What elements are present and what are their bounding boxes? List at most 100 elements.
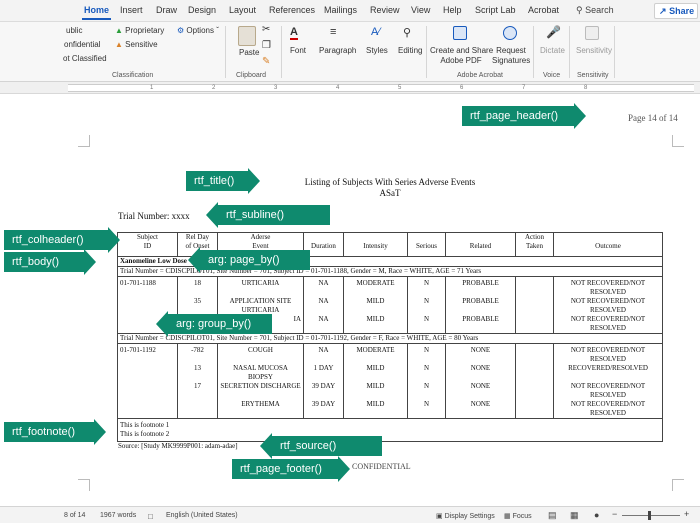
- ruler-number: 6: [460, 85, 464, 91]
- copy-icon[interactable]: ❐: [262, 40, 271, 51]
- horizontal-ruler[interactable]: 1 2 3 4 5 6 7 8: [0, 82, 700, 94]
- classification-not-classified[interactable]: ot Classified: [63, 54, 107, 63]
- zoom-in-icon[interactable]: +: [684, 509, 690, 519]
- paragraph-button[interactable]: Paragraph: [319, 46, 357, 55]
- display-settings-button[interactable]: ▣ Display Settings: [436, 512, 495, 520]
- options-icon: ⚙: [177, 26, 185, 35]
- ribbon-body: ublic onfidential ot Classified ▲ Propri…: [0, 22, 700, 82]
- classification-public[interactable]: ublic: [66, 26, 83, 35]
- cell-subject-id: 01-701-1192: [117, 343, 178, 364]
- page-by-row: Trial Number = CDISCPILOT01, Site Number…: [117, 266, 663, 277]
- tab-references[interactable]: References: [269, 5, 316, 15]
- group-separator: [281, 26, 282, 78]
- request-signatures-button[interactable]: Request Signatures: [492, 46, 530, 66]
- cell-subject-id: 01-701-1188: [117, 276, 178, 297]
- share-button[interactable]: ↗ Share: [654, 3, 698, 19]
- request-signatures-icon: [503, 26, 517, 40]
- zoom-slider[interactable]: [622, 515, 680, 516]
- proofing-icon[interactable]: □: [148, 512, 153, 521]
- tab-layout[interactable]: Layout: [229, 5, 257, 15]
- page-header-text: Page 14 of 14: [628, 113, 678, 123]
- classification-proprietary[interactable]: ▲ Proprietary: [115, 26, 164, 35]
- cell-duration: NA: [303, 297, 344, 315]
- editing-button[interactable]: Editing: [398, 46, 423, 55]
- page-by-row: Trial Number = CDISCPILOT01, Site Number…: [117, 333, 663, 344]
- cell-subject-id: [117, 364, 178, 382]
- page-count[interactable]: 8 of 14: [64, 512, 86, 519]
- create-share-pdf-button[interactable]: Create and Share Adobe PDF: [430, 46, 494, 66]
- web-layout-icon[interactable]: ●: [594, 510, 600, 520]
- tab-design[interactable]: Design: [188, 5, 217, 15]
- cell-action: [515, 382, 554, 400]
- cell-duration: 39 DAY: [303, 382, 344, 400]
- source-line: Source: [Study MK9999P001: adam-adae]: [118, 442, 238, 450]
- tab-insert[interactable]: Insert: [120, 5, 143, 15]
- column-header: Duration: [303, 232, 344, 257]
- font-button[interactable]: Font: [290, 46, 307, 55]
- focus-icon: ▦: [504, 513, 511, 520]
- cell-related: PROBABLE: [445, 297, 516, 315]
- classification-sensitive[interactable]: ▲ Sensitive: [115, 40, 158, 49]
- ruler-number: 7: [522, 85, 526, 91]
- search-box[interactable]: ⚲ Search: [576, 5, 614, 16]
- paste-icon: [238, 26, 256, 46]
- group-separator: [225, 26, 226, 78]
- cell-rel-day: 18: [177, 276, 218, 297]
- create-share-label: Create and Share: [430, 46, 494, 55]
- sensitivity-button[interactable]: Sensitivity: [576, 46, 613, 55]
- proprietary-icon: ▲: [115, 26, 123, 35]
- cell-outcome: NOT RECOVERED/NOT RESOLVED: [553, 315, 663, 334]
- tab-view[interactable]: View: [411, 5, 431, 15]
- tab-help[interactable]: Help: [443, 5, 462, 15]
- print-layout-icon[interactable]: ▦: [570, 510, 579, 520]
- adobe-pdf-label: Adobe PDF: [440, 56, 482, 65]
- document-page[interactable]: Page 14 of 14 Listing of Subjects With S…: [0, 95, 700, 500]
- paste-button[interactable]: Paste: [239, 48, 260, 57]
- zoom-out-icon[interactable]: −: [612, 509, 618, 519]
- callout-body: rtf_body(): [4, 249, 96, 275]
- read-mode-icon[interactable]: ▤: [548, 510, 557, 520]
- focus-button[interactable]: ▦ Focus: [504, 512, 532, 520]
- column-header: Intensity: [343, 232, 408, 257]
- page-by-label: Trial Number = CDISCPILOT01, Site Number…: [117, 266, 663, 277]
- editing-icon: ⚲: [403, 27, 412, 39]
- callout-colheader: rtf_colheader(): [4, 227, 120, 253]
- sensitivity-icon: [585, 26, 599, 40]
- cut-icon[interactable]: ✂: [262, 24, 271, 35]
- sensitive-label: Sensitive: [125, 40, 158, 49]
- font-icon: A: [290, 26, 298, 40]
- language-label[interactable]: English (United States): [166, 512, 238, 519]
- cell-intensity: MILD: [343, 315, 408, 334]
- margin-corner-mark: [78, 479, 90, 491]
- cell-rel-day: 13: [177, 364, 218, 382]
- classification-confidential[interactable]: onfidential: [64, 40, 101, 49]
- cell-subject-id: [117, 297, 178, 315]
- table-row: 13 NASAL MUCOSA BIOPSY 1 DAY MILD N NONE…: [117, 364, 663, 382]
- tab-home[interactable]: Home: [81, 5, 112, 20]
- word-count[interactable]: 1967 words: [100, 512, 137, 519]
- cell-event: ERYTHEMA: [217, 400, 304, 419]
- tab-draw[interactable]: Draw: [156, 5, 178, 15]
- ruler-number: 3: [274, 85, 278, 91]
- callout-page-header: rtf_page_header(): [462, 103, 586, 129]
- report-title: Listing of Subjects With Series Adverse …: [304, 177, 476, 187]
- tab-review[interactable]: Review: [370, 5, 400, 15]
- tab-acrobat[interactable]: Acrobat: [528, 5, 560, 15]
- tab-script-lab[interactable]: Script Lab: [475, 5, 516, 15]
- cell-outcome: NOT RECOVERED/NOT RESOLVED: [553, 400, 663, 419]
- zoom-slider-thumb[interactable]: [648, 511, 651, 520]
- cell-event: APPLICATION SITE URTICARIA: [217, 297, 304, 315]
- group-label-clipboard: Clipboard: [236, 72, 266, 79]
- report-subline: ASaT: [379, 188, 401, 198]
- dictate-button[interactable]: Dictate: [540, 46, 565, 55]
- cell-serious: N: [407, 315, 446, 334]
- styles-button[interactable]: Styles: [366, 46, 388, 55]
- group-label-classification: Classification: [112, 72, 154, 79]
- format-painter-icon[interactable]: ✎: [262, 56, 271, 67]
- search-label: Search: [585, 5, 614, 15]
- tab-mailings[interactable]: Mailings: [324, 5, 358, 15]
- cell-duration: 39 DAY: [303, 400, 344, 419]
- options-button[interactable]: ⚙ Options ˇ: [177, 26, 219, 35]
